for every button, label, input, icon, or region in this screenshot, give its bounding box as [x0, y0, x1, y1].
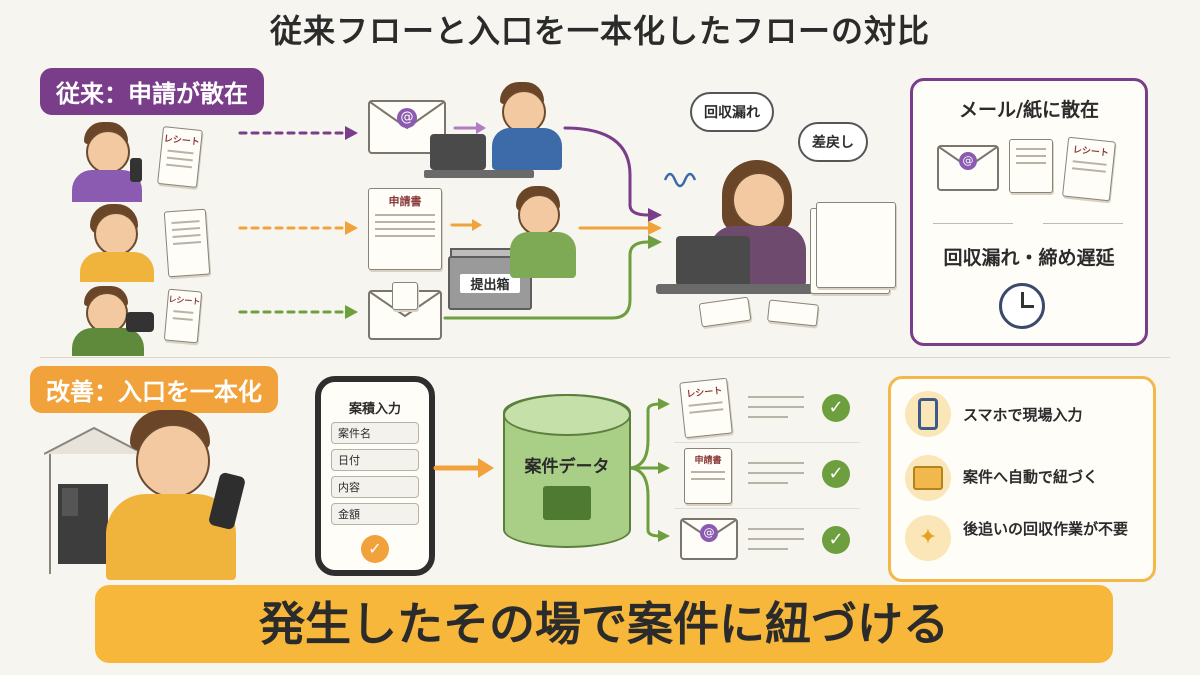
- old-summary-title: メール/紙に散在: [959, 99, 1099, 121]
- person-laptop: [424, 82, 570, 182]
- field-date[interactable]: 日付: [331, 449, 419, 471]
- folder-icon: [543, 486, 591, 520]
- output-email: @: [680, 518, 738, 560]
- page-title: 従来フローと入口を一本化したフローの対比: [269, 12, 930, 50]
- summary-email-icon: @: [937, 145, 999, 191]
- feature-label-1: スマホで現場入力: [963, 406, 1083, 424]
- submit-check-button[interactable]: ✓: [361, 535, 389, 563]
- output-list: レシート ✓ 申請書 ✓ @ ✓: [668, 374, 860, 566]
- feature-label-2: 案件へ自動で紐づく: [963, 468, 1099, 486]
- bubble-missed: 回収漏れ: [690, 92, 774, 132]
- form-title: 案積入力: [348, 402, 401, 417]
- section-divider: [40, 357, 1170, 358]
- old-flow-label: 従来：申請が散在: [40, 68, 264, 115]
- old-summary-subtitle: 回収漏れ・締め遅延: [943, 247, 1115, 269]
- clock-icon: [999, 283, 1045, 329]
- application-form: 申請書: [368, 188, 442, 270]
- person-phone-receipt: レシート: [70, 122, 203, 202]
- database-label: 案件データ: [524, 457, 610, 477]
- person-camera: レシート: [70, 286, 203, 356]
- field-content[interactable]: 内容: [331, 476, 419, 498]
- new-flow-arrows: [433, 398, 670, 542]
- check-icon: ✓: [822, 526, 850, 554]
- old-flow-arrows: [238, 122, 662, 320]
- bubble-returned: 差戻し: [798, 122, 868, 162]
- output-application-label: 申請書: [694, 456, 722, 466]
- event-tent-illustration: [43, 424, 145, 574]
- person-submitting: [490, 186, 580, 280]
- output-receipt: レシート: [679, 377, 733, 439]
- new-flow-label: 改善：入口を一本化: [30, 366, 278, 413]
- paper-envelope-icon: [368, 282, 442, 340]
- submission-box-label: 提出箱: [460, 274, 520, 293]
- feature-label-3: 後追いの回収作業が不要: [963, 520, 1129, 538]
- camera-icon: [126, 312, 154, 332]
- check-icon: ✓: [822, 394, 850, 422]
- field-project-name[interactable]: 案件名: [331, 422, 419, 444]
- sparkle-icon: ✦: [905, 515, 951, 561]
- stressed-worker: [656, 160, 900, 330]
- summary-paper-icon: [1009, 139, 1053, 193]
- output-application: 申請書: [684, 448, 732, 504]
- project-database: 案件データ: [502, 393, 631, 548]
- folder-icon: [905, 455, 951, 501]
- phone-icon: [905, 391, 951, 437]
- input-phone: 案積入力 案件名 日付 内容 金額 ✓: [315, 376, 435, 576]
- output-receipt-label: レシート: [685, 386, 723, 400]
- field-amount[interactable]: 金額: [331, 503, 419, 525]
- summary-banner: 発生したその場で案件に紐づける: [95, 585, 1113, 663]
- check-icon: ✓: [822, 460, 850, 488]
- summary-receipt-label: レシート: [1072, 145, 1110, 159]
- summary-receipt-icon: レシート: [1061, 136, 1117, 202]
- submission-box: 提出箱: [448, 248, 532, 310]
- feature-box: スマホで現場入力 案件へ自動で紐づく ✦ 後追いの回収作業が不要: [888, 376, 1156, 582]
- application-label: 申請書: [388, 195, 422, 208]
- person-smartphone: [96, 410, 276, 580]
- old-summary-box: メール/紙に散在 @ レシート 回収漏れ・締め遅延: [910, 78, 1148, 346]
- person-document: [80, 204, 211, 282]
